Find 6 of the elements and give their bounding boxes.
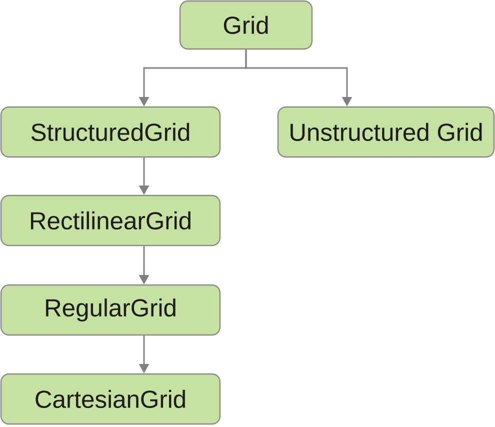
rounded-box: CartesianGrid [0,373,221,425]
rounded-box: StructuredGrid [0,106,221,158]
rounded-box: RegularGrid [0,284,221,336]
rounded-box: Unstructured Grid [277,106,495,158]
rounded-box: Grid [179,0,313,50]
rounded-box: RectilinearGrid [0,194,221,246]
